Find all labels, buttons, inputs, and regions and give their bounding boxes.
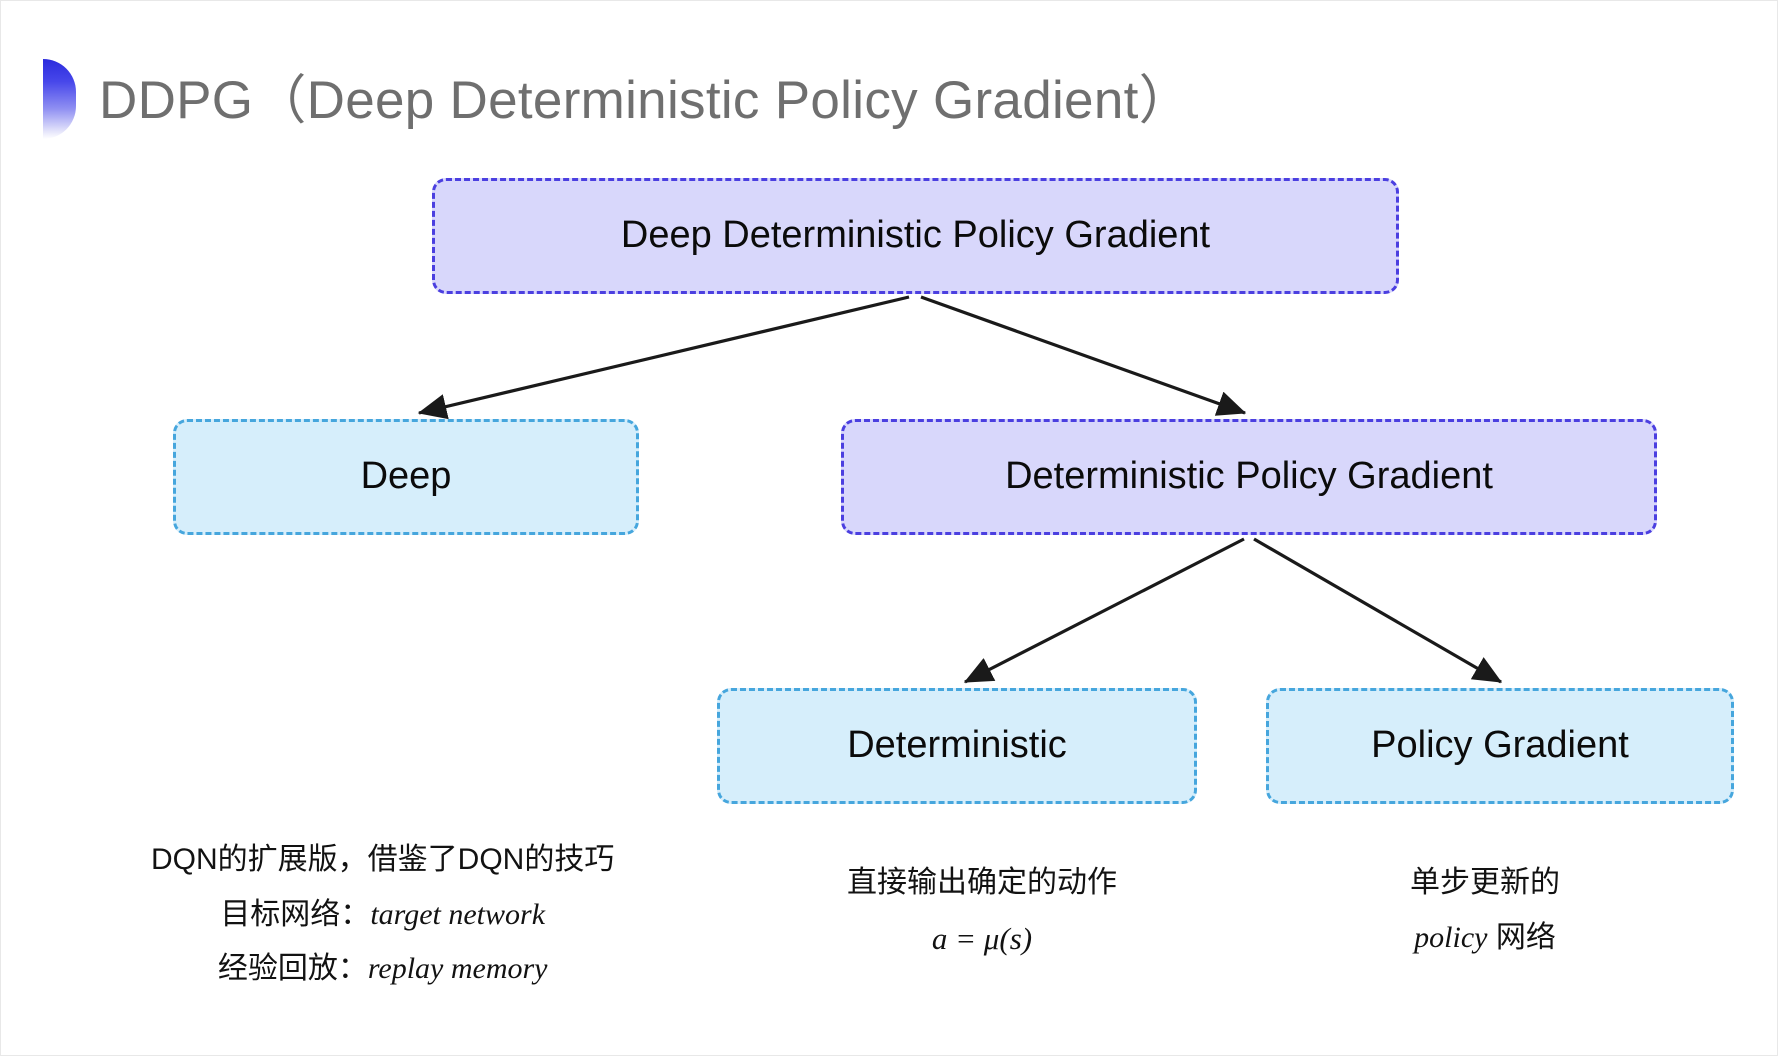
caption-deep: DQN的扩展版，借鉴了DQN的技巧 目标网络：target network 经验… [151,833,614,997]
caption-policy-gradient: 单步更新的 policy 网络 [1410,856,1560,965]
caption-deep-line3: 经验回放：replay memory [151,942,614,997]
caption-policy-gradient-line2: policy 网络 [1410,911,1560,966]
node-deterministic-policy-gradient[interactable]: Deterministic Policy Gradient [841,419,1657,535]
caption-deterministic: 直接输出确定的动作 a = μ(s) [847,856,1117,967]
node-deep[interactable]: Deep [173,419,639,535]
arrow-root-to-deep [417,295,910,420]
caption-deep-line3-term: replay memory [367,952,548,986]
arrow-dpg-to-deterministic [963,537,1245,684]
node-deep-deterministic-policy-gradient[interactable]: Deep Deterministic Policy Gradient [432,178,1399,294]
caption-deep-line1: DQN的扩展版，借鉴了DQN的技巧 [151,843,615,876]
page-title: DDPG（Deep Deterministic Policy Gradient） [99,71,1192,130]
node-policy-gradient[interactable]: Policy Gradient [1266,688,1734,804]
arrow-dpg-to-policy-gradient [1253,537,1503,684]
node-deterministic[interactable]: Deterministic [717,688,1197,804]
title-decoration-icon [43,59,76,139]
arrow-root-to-dpg [920,295,1247,416]
caption-policy-gradient-line1: 单步更新的 [1410,866,1560,899]
caption-deterministic-formula: a = μ(s) [931,920,1033,956]
caption-deep-line2-label: 目标网络： [220,897,371,931]
caption-policy-gradient-suffix: 网络 [1487,920,1556,954]
caption-policy-gradient-term: policy [1414,920,1488,954]
caption-deep-line3-label: 经验回放： [217,952,368,986]
caption-deep-line2-term: target network [370,897,546,931]
caption-deterministic-line1: 直接输出确定的动作 [847,866,1117,899]
caption-deep-line2: 目标网络：target network [151,888,614,943]
